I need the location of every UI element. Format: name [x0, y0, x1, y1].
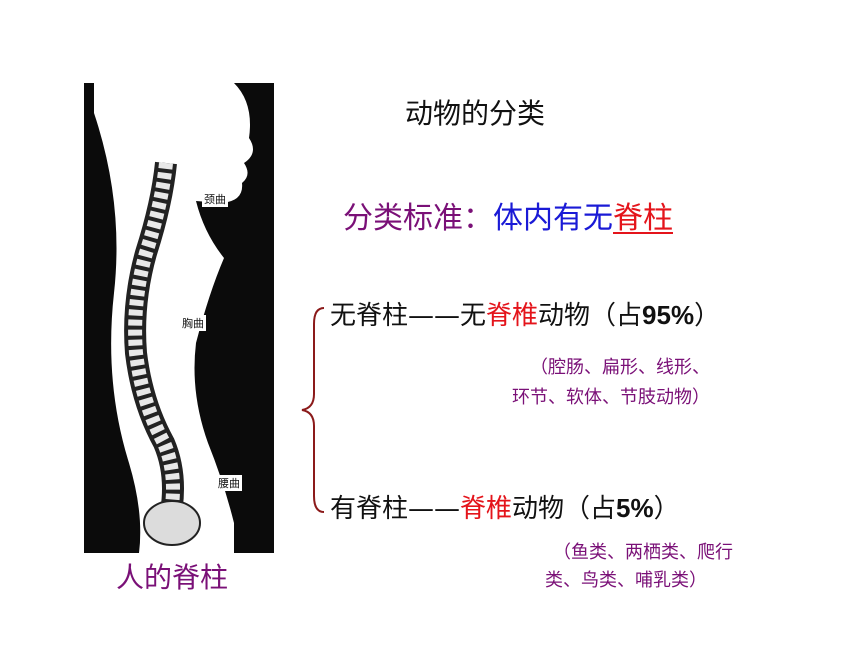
- row2-tail: 动物（占: [512, 494, 617, 524]
- row1-highlight: 脊椎: [486, 301, 539, 331]
- vertebrate-row: 有脊柱——脊椎动物（占5%）: [330, 488, 680, 525]
- label-waist-curve: 腰曲: [216, 475, 242, 491]
- caption-box: [84, 553, 274, 598]
- row2-lead: 有脊柱——: [330, 494, 461, 524]
- vertebrate-note-line2: 类、鸟类、哺乳类）: [545, 570, 707, 591]
- row1-close: ）: [694, 301, 721, 331]
- label-neck-curve: 颈曲: [202, 191, 228, 207]
- criterion-prefix: 分类标准：: [343, 201, 493, 236]
- classification-criterion: 分类标准：体内有无脊柱: [343, 193, 673, 237]
- row1-lead: 无脊柱——无: [330, 301, 487, 331]
- invertebrate-row: 无脊柱——无脊椎动物（占95%）: [330, 295, 720, 332]
- label-chest-curve: 胸曲: [180, 315, 206, 331]
- row1-tail: 动物（占: [538, 301, 643, 331]
- spine-illustration: [84, 83, 253, 553]
- criterion-middle: 体内有无: [493, 201, 613, 236]
- row2-close: ）: [653, 494, 680, 524]
- figure-caption: 人的脊柱: [116, 561, 229, 594]
- row2-highlight: 脊椎: [460, 494, 513, 524]
- invertebrate-note-line1: （腔肠、扁形、线形、: [530, 357, 710, 378]
- row2-percent: 5%: [616, 493, 654, 523]
- row1-percent: 95%: [642, 300, 695, 330]
- criterion-highlight: 脊柱: [613, 201, 673, 236]
- spine-figure: 颈曲 胸曲 腰曲: [84, 83, 274, 598]
- page-title: 动物的分类: [405, 97, 546, 130]
- vertebrate-note-line1: （鱼类、两栖类、爬行: [553, 542, 733, 563]
- curly-brace: [301, 307, 325, 513]
- invertebrate-note-line2: 环节、软体、节肢动物）: [512, 387, 710, 408]
